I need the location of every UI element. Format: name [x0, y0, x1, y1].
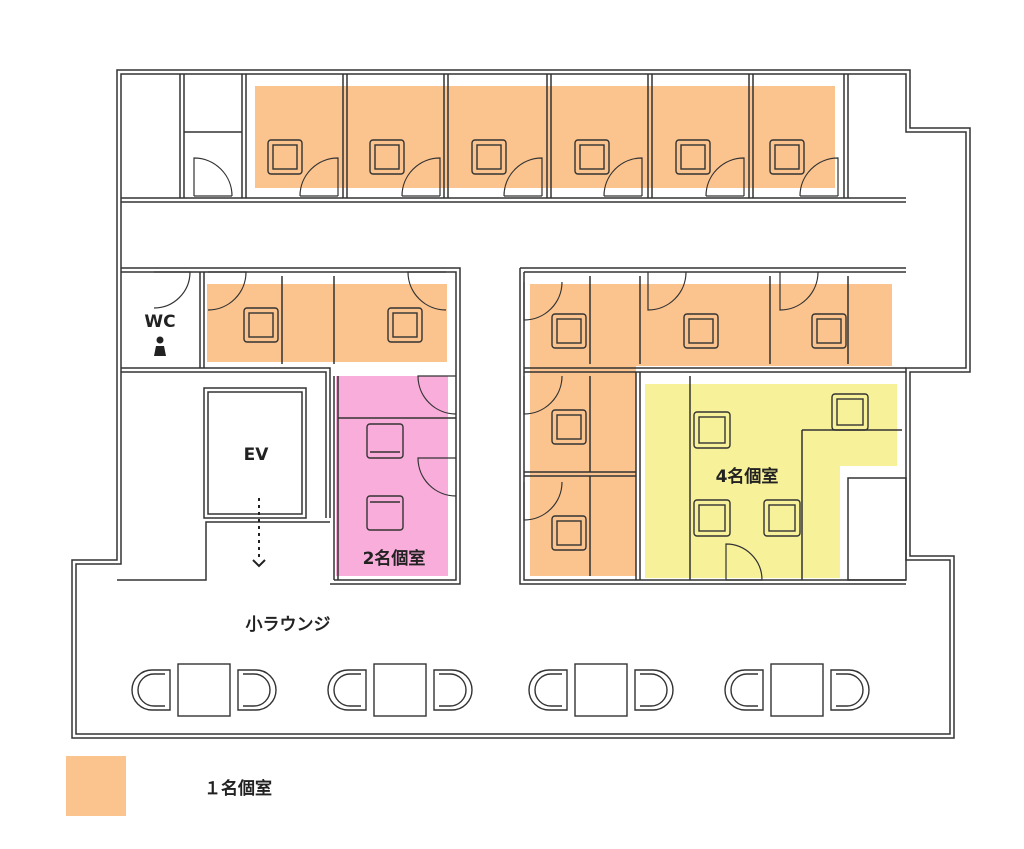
- door-swing-icon: [407, 271, 447, 311]
- lounge-furniture: [131, 663, 870, 717]
- armchair-icon: [693, 499, 731, 537]
- quad-room-label: 4名個室: [716, 466, 779, 487]
- door-swing-icon: [193, 157, 233, 197]
- dotted-down-arrow-icon: [252, 498, 266, 568]
- armchair-icon: [243, 307, 279, 343]
- lounge-chair-icon: [327, 669, 367, 711]
- lounge-chair-icon: [433, 669, 473, 711]
- armchair-icon: [811, 313, 847, 349]
- door-swing-icon: [207, 271, 247, 311]
- door-swing-icon: [417, 375, 457, 415]
- legend-swatch-single-room: [66, 756, 126, 816]
- wc-label: WC: [144, 312, 175, 332]
- lounge-label: 小ラウンジ: [246, 615, 331, 635]
- armchair-icon: [551, 515, 587, 551]
- lounge-table: [574, 663, 628, 717]
- door-swing-icon: [523, 481, 563, 521]
- lounge-chair-icon: [724, 669, 764, 711]
- door-swing-icon: [725, 543, 763, 581]
- person-icon: [154, 336, 166, 356]
- door-swing-icon: [503, 157, 543, 197]
- armchair-icon: [551, 409, 587, 445]
- single-room-fill-column[interactable]: [530, 366, 636, 576]
- armchair-icon: [471, 139, 507, 175]
- floor-plan: WC EV 2名個室 4名個室 小ラウンジ: [71, 69, 971, 739]
- armchair-icon: [769, 139, 805, 175]
- quad-room-fill[interactable]: [645, 384, 897, 578]
- door-swing-icon: [299, 157, 339, 197]
- legend-label-single-room: １名個室: [204, 778, 272, 799]
- door-swing-icon: [705, 157, 745, 197]
- lounge-chair-icon: [634, 669, 674, 711]
- single-room-fill-left[interactable]: [207, 284, 447, 362]
- door-swing-icon: [401, 157, 441, 197]
- armchair-icon: [675, 139, 711, 175]
- door-swing-icon: [603, 157, 643, 197]
- lounge-table: [373, 663, 427, 717]
- legend: １名個室: [66, 756, 272, 816]
- armchair-icon: [387, 307, 423, 343]
- double-room-fill[interactable]: [336, 376, 448, 576]
- armchair-icon: [683, 313, 719, 349]
- door-swing-icon: [647, 271, 687, 311]
- lounge-table: [177, 663, 231, 717]
- lounge-chair-icon: [131, 669, 171, 711]
- lounge-chair-icon: [830, 669, 870, 711]
- armchair-icon: [369, 139, 405, 175]
- single-room-fill-right[interactable]: [530, 284, 892, 366]
- room-fills: [207, 86, 897, 578]
- lounge-chair-icon: [528, 669, 568, 711]
- lounge-table: [770, 663, 824, 717]
- armchair-icon: [693, 411, 731, 449]
- armchair-icon: [763, 499, 801, 537]
- door-swing-icon: [799, 157, 839, 197]
- door-swing-icon: [153, 271, 191, 309]
- single-room-fill-top[interactable]: [255, 86, 835, 188]
- seats: [243, 139, 869, 551]
- door-swing-icon: [523, 281, 563, 321]
- armchair-icon: [267, 139, 303, 175]
- double-room-label: 2名個室: [363, 548, 426, 569]
- door-swing-icon: [779, 271, 819, 311]
- door-swing-icon: [523, 375, 563, 415]
- armchair-icon: [366, 495, 404, 531]
- walls: [71, 69, 971, 739]
- door-swing-icon: [417, 457, 457, 497]
- ev-label: EV: [244, 445, 270, 465]
- armchair-icon: [366, 423, 404, 459]
- armchair-icon: [831, 393, 869, 431]
- lounge-chair-icon: [237, 669, 277, 711]
- armchair-icon: [574, 139, 610, 175]
- doors: [153, 157, 839, 581]
- armchair-icon: [551, 313, 587, 349]
